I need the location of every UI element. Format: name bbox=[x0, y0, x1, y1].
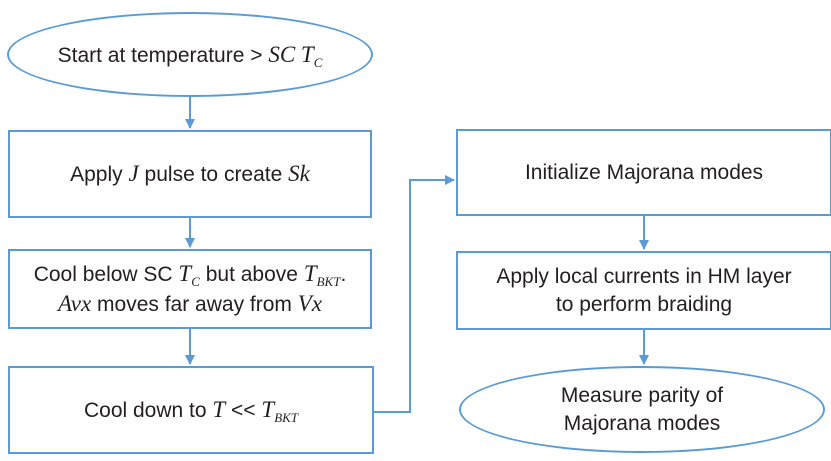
apply-pulse-sk: Sk bbox=[288, 161, 310, 187]
cool-down-label: Cool down to T << TBKT bbox=[84, 395, 298, 425]
measure-parity-line1: Measure parity of bbox=[560, 384, 724, 408]
apply-pulse-j: J bbox=[128, 161, 139, 187]
start-text: Start at temperature > bbox=[57, 43, 269, 67]
cool-down-pre: Cool down to bbox=[83, 399, 213, 423]
cool-down-tbkt: TBKT bbox=[261, 397, 299, 426]
cool-down-t2: T bbox=[261, 397, 275, 423]
cool-below-tc: TC bbox=[178, 261, 200, 290]
apply-pulse-label: Apply J pulse to create Sk bbox=[70, 159, 310, 189]
cool-below-line2-mid: moves far away from bbox=[91, 293, 298, 316]
cool-below-t1: T bbox=[178, 261, 192, 287]
apply-pulse-mid: pulse to create bbox=[138, 163, 289, 187]
init-majorana-box: Initialize Majorana modes bbox=[456, 129, 831, 216]
cool-down-mid: << bbox=[225, 399, 262, 423]
cool-below-pre: Cool below SC bbox=[33, 263, 179, 287]
cool-below-sub2: BKT bbox=[316, 274, 341, 290]
start-terminal: Start at temperature > SC TC bbox=[7, 12, 373, 97]
arrow-cool-down-to-initialize bbox=[374, 175, 455, 413]
apply-pulse-pre: Apply bbox=[70, 163, 129, 187]
cool-below-mid: but above bbox=[199, 263, 304, 287]
apply-currents-line1: Apply local currents in HM layer bbox=[496, 265, 792, 289]
start-math: SC TC bbox=[268, 41, 323, 70]
cool-below-line2: Avx moves far away from Vx bbox=[58, 289, 322, 319]
cool-below-line1: Cool below SC TC but above TBKT. bbox=[34, 259, 347, 289]
cool-down-t: T bbox=[212, 397, 226, 423]
cool-below-sub1: C bbox=[191, 274, 200, 290]
cool-below-tbkt: TBKT bbox=[303, 261, 341, 290]
start-math-text: SC T bbox=[268, 41, 314, 67]
cool-below-avx: Avx bbox=[57, 291, 92, 316]
cool-below-vx: Vx bbox=[297, 291, 323, 316]
cool-below-t2: T bbox=[303, 261, 317, 287]
init-majorana-label: Initialize Majorana modes bbox=[524, 160, 764, 184]
cool-down-box: Cool down to T << TBKT bbox=[8, 366, 374, 454]
start-math-sub: C bbox=[313, 54, 323, 70]
apply-currents-line2: to perform braiding bbox=[555, 292, 733, 316]
cool-down-sub: BKT bbox=[274, 410, 299, 426]
cool-below-box: Cool below SC TC but above TBKT. Avx mov… bbox=[8, 249, 372, 329]
measure-parity-line2: Majorana modes bbox=[563, 411, 721, 435]
start-label: Start at temperature > SC TC bbox=[58, 40, 323, 70]
measure-parity-terminal: Measure parity of Majorana modes bbox=[459, 366, 825, 453]
apply-currents-box: Apply local currents in HM layer to perf… bbox=[456, 251, 831, 330]
apply-pulse-box: Apply J pulse to create Sk bbox=[8, 130, 372, 218]
cool-below-end: . bbox=[340, 263, 347, 287]
